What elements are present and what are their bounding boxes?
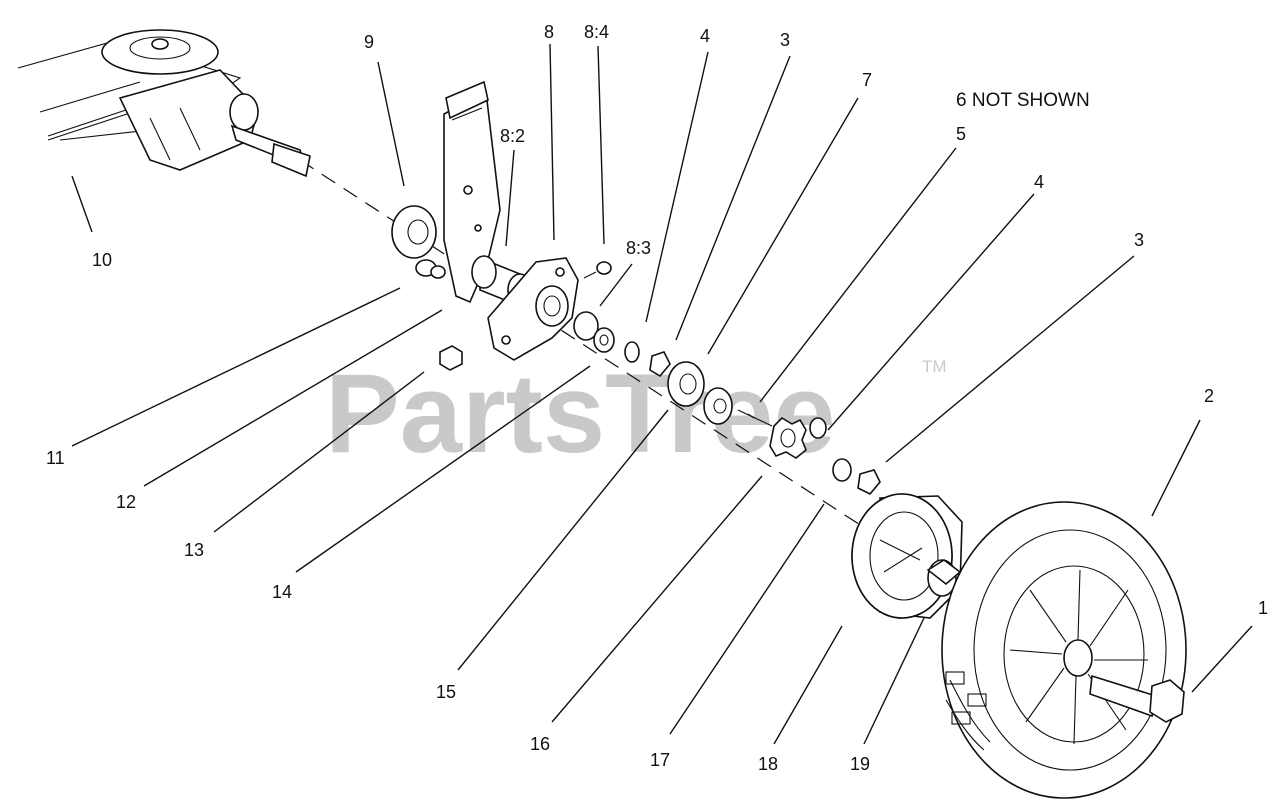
part-9-spacer	[391, 205, 437, 259]
callout-8-4: 8:4	[584, 22, 609, 42]
transmission-housing	[17, 29, 311, 178]
part-13-nut	[439, 345, 463, 371]
part-7-bearing	[703, 387, 733, 425]
part-17-washer	[832, 458, 852, 482]
part-8-3-spacer	[573, 311, 615, 353]
callout-10: 10	[92, 250, 112, 270]
callout-1: 1	[1258, 598, 1268, 618]
callout-4-lower: 4	[1034, 172, 1044, 192]
leader-lines	[71, 43, 1253, 745]
callout-11: 11	[46, 448, 65, 468]
part-12-bracket	[443, 80, 501, 304]
part-2-wheel	[941, 501, 1187, 799]
callout-14: 14	[272, 582, 292, 602]
callout-12: 12	[116, 492, 136, 512]
callout-18: 18	[758, 754, 778, 774]
not-shown-note: 6 NOT SHOWN	[956, 90, 1090, 111]
callout-15: 15	[436, 682, 456, 702]
part-1-axle-bolt	[1089, 674, 1185, 723]
watermark-text: PartsTree	[325, 351, 836, 476]
callout-8-3: 8:3	[626, 238, 651, 258]
part-4-washer-lower	[809, 417, 827, 439]
callout-7: 7	[862, 70, 872, 90]
callout-labels: 10 9 8 8:4 8:2 8:3 4 3 7 5 4 3 2 1 11 12…	[46, 22, 1268, 774]
callout-4-upper: 4	[700, 26, 710, 46]
callout-8-2: 8:2	[500, 126, 525, 146]
callout-17: 17	[650, 750, 670, 770]
callout-19: 19	[850, 754, 870, 774]
callout-13: 13	[184, 540, 204, 560]
part-5-pin	[737, 409, 773, 427]
part-18-hubcap	[851, 493, 963, 619]
callout-5: 5	[956, 124, 966, 144]
callout-8: 8	[544, 22, 554, 42]
part-3-clip-upper	[649, 351, 671, 378]
callout-9: 9	[364, 32, 374, 52]
part-15-bearing	[667, 361, 705, 407]
part-16-gear	[769, 416, 807, 459]
callout-3-upper: 3	[780, 30, 790, 50]
part-4-washer-upper	[624, 341, 640, 363]
callout-2: 2	[1204, 386, 1214, 406]
part-11-bolt	[415, 259, 446, 279]
watermark-trademark: TM	[922, 357, 947, 376]
part-8-4-screw	[583, 261, 612, 279]
part-19-bushing	[926, 559, 962, 597]
callout-3-lower: 3	[1134, 230, 1144, 250]
part-3-clip-lower	[857, 469, 881, 495]
callout-16: 16	[530, 734, 550, 754]
part-8-plate	[487, 257, 579, 361]
